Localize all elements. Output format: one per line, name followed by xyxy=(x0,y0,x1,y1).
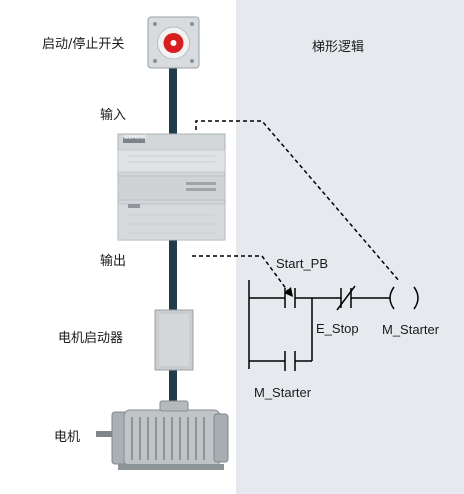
cable-starter-to-motor xyxy=(169,370,177,410)
plc-brand-label: SIEMENS xyxy=(124,135,147,141)
m-starter-contact-label: M_Starter xyxy=(254,385,312,400)
ladder-logic-title: 梯形逻辑 xyxy=(312,40,365,55)
plc-unit xyxy=(117,133,226,241)
input-label: 输入 xyxy=(100,108,127,123)
cable-plc-to-starter xyxy=(169,238,177,310)
start-pb-label: Start_PB xyxy=(276,256,329,271)
input-mapping-line xyxy=(192,255,291,295)
ladder-rungs xyxy=(248,280,419,371)
plc-logo-icon xyxy=(123,138,145,143)
arrow-head-icon xyxy=(284,287,293,297)
e-stop-label: E_Stop xyxy=(316,321,359,336)
start-stop-switch-label: 启动/停止开关 xyxy=(42,37,125,52)
start-stop-switch[interactable] xyxy=(147,16,200,69)
motor-starter-label: 电机启动器 xyxy=(58,331,124,346)
cable-switch-to-plc xyxy=(169,64,177,134)
motor-starter xyxy=(154,309,194,371)
motor-label: 电机 xyxy=(54,430,81,445)
ladder-logic-panel xyxy=(236,0,464,494)
output-label: 输出 xyxy=(100,254,127,269)
motor xyxy=(96,400,229,470)
m-starter-coil-label: M_Starter xyxy=(382,322,440,337)
coil-mapping-line xyxy=(195,120,401,283)
